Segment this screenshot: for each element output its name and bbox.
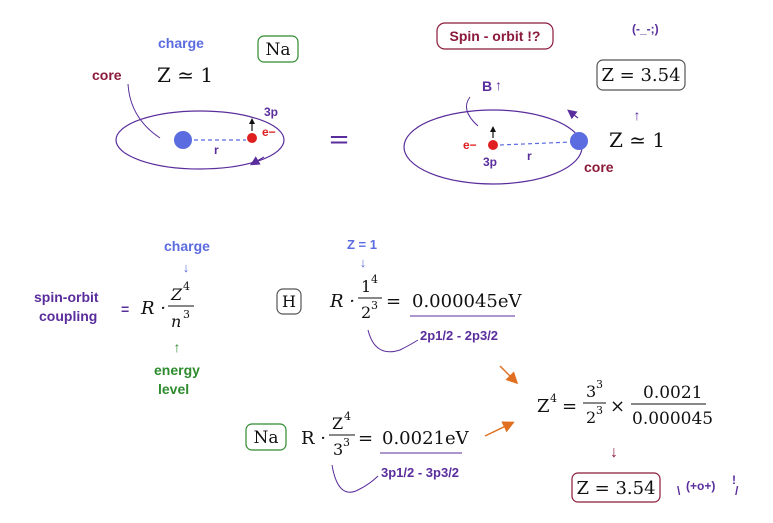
hydrogen-element-box bbox=[276, 288, 302, 315]
hydrogen-z-label: Z = 1 bbox=[347, 237, 377, 252]
face-happy-right: / bbox=[735, 484, 739, 498]
sodium-den-base: 3 bbox=[333, 440, 343, 459]
left-electron-label: e− bbox=[262, 125, 276, 139]
sodium-transition-pointer bbox=[331, 464, 379, 493]
sodium-den-exp: 3 bbox=[343, 436, 350, 449]
hydrogen-equals: = bbox=[386, 291, 401, 312]
right-orbital-label: 3p bbox=[483, 155, 497, 169]
sodium-calc: Na R · Z 4 3 3 = 0.0021eV 3p1/2 - 3p3/2 bbox=[245, 410, 470, 493]
hydrogen-result: 0.000045eV bbox=[412, 291, 523, 312]
b-field-arrow: ↑ bbox=[495, 77, 502, 93]
face-sad: (-_-;) bbox=[632, 22, 659, 36]
sodium-equals: = bbox=[358, 428, 373, 449]
right-z-formula: Z ≃ 1 bbox=[609, 128, 665, 152]
spin-orbit-label: Spin - orbit !? bbox=[450, 28, 541, 44]
ratio-down-arrow: ↓ bbox=[610, 444, 618, 461]
face-happy: (+o+) bbox=[686, 479, 715, 493]
right-core-label: core bbox=[584, 159, 614, 175]
right-orbit-direction-arrow bbox=[567, 109, 579, 120]
left-nucleus bbox=[174, 131, 192, 149]
coupling-R-dot: R · bbox=[140, 298, 166, 319]
right-up-arrow: ↑ bbox=[634, 107, 641, 123]
left-element-box bbox=[257, 35, 299, 63]
right-electron bbox=[488, 140, 498, 150]
sodium-R-dot: R · bbox=[301, 428, 326, 449]
right-radius-label: r bbox=[527, 149, 532, 163]
sodium-transition: 3p1/2 - 3p3/2 bbox=[381, 465, 459, 480]
coupling-denominator-exp: 3 bbox=[183, 308, 190, 321]
coupling-label-line2: coupling bbox=[39, 308, 97, 324]
hydrogen-den-exp: 3 bbox=[371, 299, 378, 312]
hydrogen-to-ratio-arrow bbox=[499, 365, 519, 385]
ratio-den1-exp: 3 bbox=[596, 404, 603, 417]
sodium-num-base: Z bbox=[332, 414, 343, 433]
left-charge-label: charge bbox=[158, 35, 204, 51]
left-orbit bbox=[115, 110, 285, 170]
ratio-result-box bbox=[571, 472, 661, 503]
hydrogen-transition-pointer bbox=[367, 329, 419, 353]
coupling-formula: charge ↓ spin-orbit coupling = R · Z 4 n… bbox=[34, 238, 210, 397]
face-happy-left: \ bbox=[677, 484, 681, 498]
hydrogen-num-base: 1 bbox=[361, 277, 371, 296]
coupling-charge-arrow: ↓ bbox=[183, 260, 190, 275]
sodium-element-label: Na bbox=[253, 428, 278, 448]
coupling-numerator-base: Z bbox=[170, 285, 183, 304]
energy-arrow: ↑ bbox=[174, 339, 181, 355]
left-core-pointer bbox=[127, 83, 161, 139]
left-orbital-label: 3p bbox=[264, 105, 278, 119]
right-radius-line bbox=[499, 141, 572, 146]
right-spin-arrowhead bbox=[490, 126, 496, 132]
ratio-num1-base: 3 bbox=[586, 382, 596, 401]
energy-label-line1: energy bbox=[154, 362, 200, 378]
sodium-result: 0.0021eV bbox=[382, 428, 470, 449]
ratio-num2: 0.0021 bbox=[643, 383, 702, 403]
hydrogen-z-arrow: ↓ bbox=[360, 255, 367, 270]
spin-orbit-box bbox=[436, 22, 554, 50]
hydrogen-num-exp: 4 bbox=[371, 273, 378, 286]
ratio-equals: = bbox=[562, 396, 577, 417]
left-atom: charge core Z ≃ 1 Na r 3p e− bbox=[92, 35, 299, 170]
hydrogen-den-base: 2 bbox=[361, 303, 371, 322]
left-orbit-direction-arrow bbox=[249, 156, 265, 166]
ratio-num1-exp: 3 bbox=[596, 378, 603, 391]
b-field-label: B bbox=[482, 78, 492, 94]
right-z-box bbox=[596, 59, 686, 91]
left-electron bbox=[247, 133, 257, 143]
right-electron-label: e− bbox=[463, 138, 477, 152]
hydrogen-transition: 2p1/2 - 2p3/2 bbox=[420, 328, 498, 343]
ratio-times: × bbox=[610, 396, 625, 417]
coupling-charge-label: charge bbox=[164, 238, 210, 254]
coupling-label-line1: spin-orbit bbox=[34, 289, 99, 305]
coupling-equals: = bbox=[121, 301, 129, 317]
right-atom: Spin - orbit !? (-_-;) Z = 3.54 ↑ B ↑ e−… bbox=[403, 22, 686, 185]
right-nucleus bbox=[570, 132, 588, 150]
sodium-to-ratio-arrow bbox=[484, 421, 515, 437]
left-spin-arrowhead bbox=[249, 118, 255, 124]
hydrogen-R-dot: R · bbox=[329, 291, 355, 312]
right-z-box-label: Z = 3.54 bbox=[601, 65, 680, 86]
left-element-label: Na bbox=[265, 40, 290, 60]
ratio-lhs-exp: 4 bbox=[550, 392, 557, 405]
face-happy-exclaim: ! bbox=[732, 473, 736, 487]
hydrogen-calc: Z = 1 ↓ H R · 1 4 2 3 = 0.000045eV 2p1/2… bbox=[276, 237, 523, 353]
left-z-formula: Z ≃ 1 bbox=[157, 63, 213, 87]
sodium-element-box bbox=[245, 423, 287, 451]
equals-sign: = bbox=[328, 125, 350, 155]
ratio-den1-base: 2 bbox=[586, 408, 596, 427]
left-radius-label: r bbox=[214, 143, 219, 157]
coupling-numerator-exp: 4 bbox=[183, 280, 190, 293]
left-core-label: core bbox=[92, 67, 122, 83]
hydrogen-element-label: H bbox=[282, 292, 296, 311]
ratio-result-label: Z = 3.54 bbox=[576, 478, 655, 499]
energy-label-line2: level bbox=[158, 381, 189, 397]
sodium-num-exp: 4 bbox=[344, 410, 351, 423]
ratio-lhs-base: Z bbox=[537, 396, 550, 417]
ratio-den2: 0.000045 bbox=[632, 409, 713, 429]
coupling-denominator-base: n bbox=[171, 312, 181, 331]
ratio-calc: Z 4 = 3 3 2 3 × 0.0021 0.000045 ↓ Z = 3.… bbox=[537, 378, 739, 503]
b-field-pointer bbox=[465, 96, 479, 127]
